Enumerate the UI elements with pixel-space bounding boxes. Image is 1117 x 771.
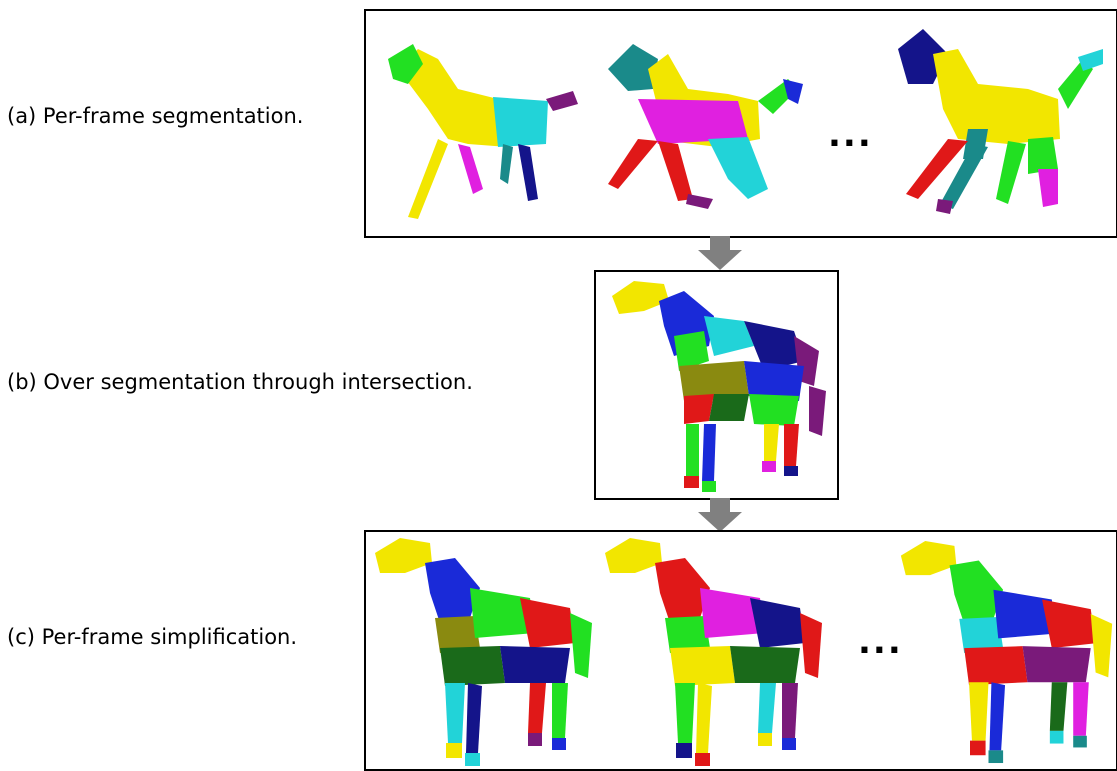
horse-frame-a2 <box>608 44 803 209</box>
ellipsis-c: ... <box>858 622 903 662</box>
horse-over-segmented <box>612 281 826 492</box>
panel-per-frame-simplification: ... <box>364 530 1117 771</box>
panel-per-frame-segmentation: ... <box>364 9 1117 238</box>
horse-frame-c3 <box>900 541 1113 764</box>
horse-frame-c2 <box>605 538 822 766</box>
ellipsis-a: ... <box>828 115 873 155</box>
horse-frame-a3 <box>898 29 1103 214</box>
row-b-label: (b) Over segmentation through intersecti… <box>7 370 473 394</box>
panel-over-segmentation <box>594 270 839 500</box>
row-c-label: (c) Per-frame simplification. <box>7 625 298 649</box>
arrow-down-icon <box>698 236 742 270</box>
horse-frame-c1 <box>375 538 592 766</box>
row-a-label: (a) Per-frame segmentation. <box>7 104 304 128</box>
arrow-down-icon <box>698 498 742 532</box>
horse-frame-a1 <box>388 44 578 219</box>
